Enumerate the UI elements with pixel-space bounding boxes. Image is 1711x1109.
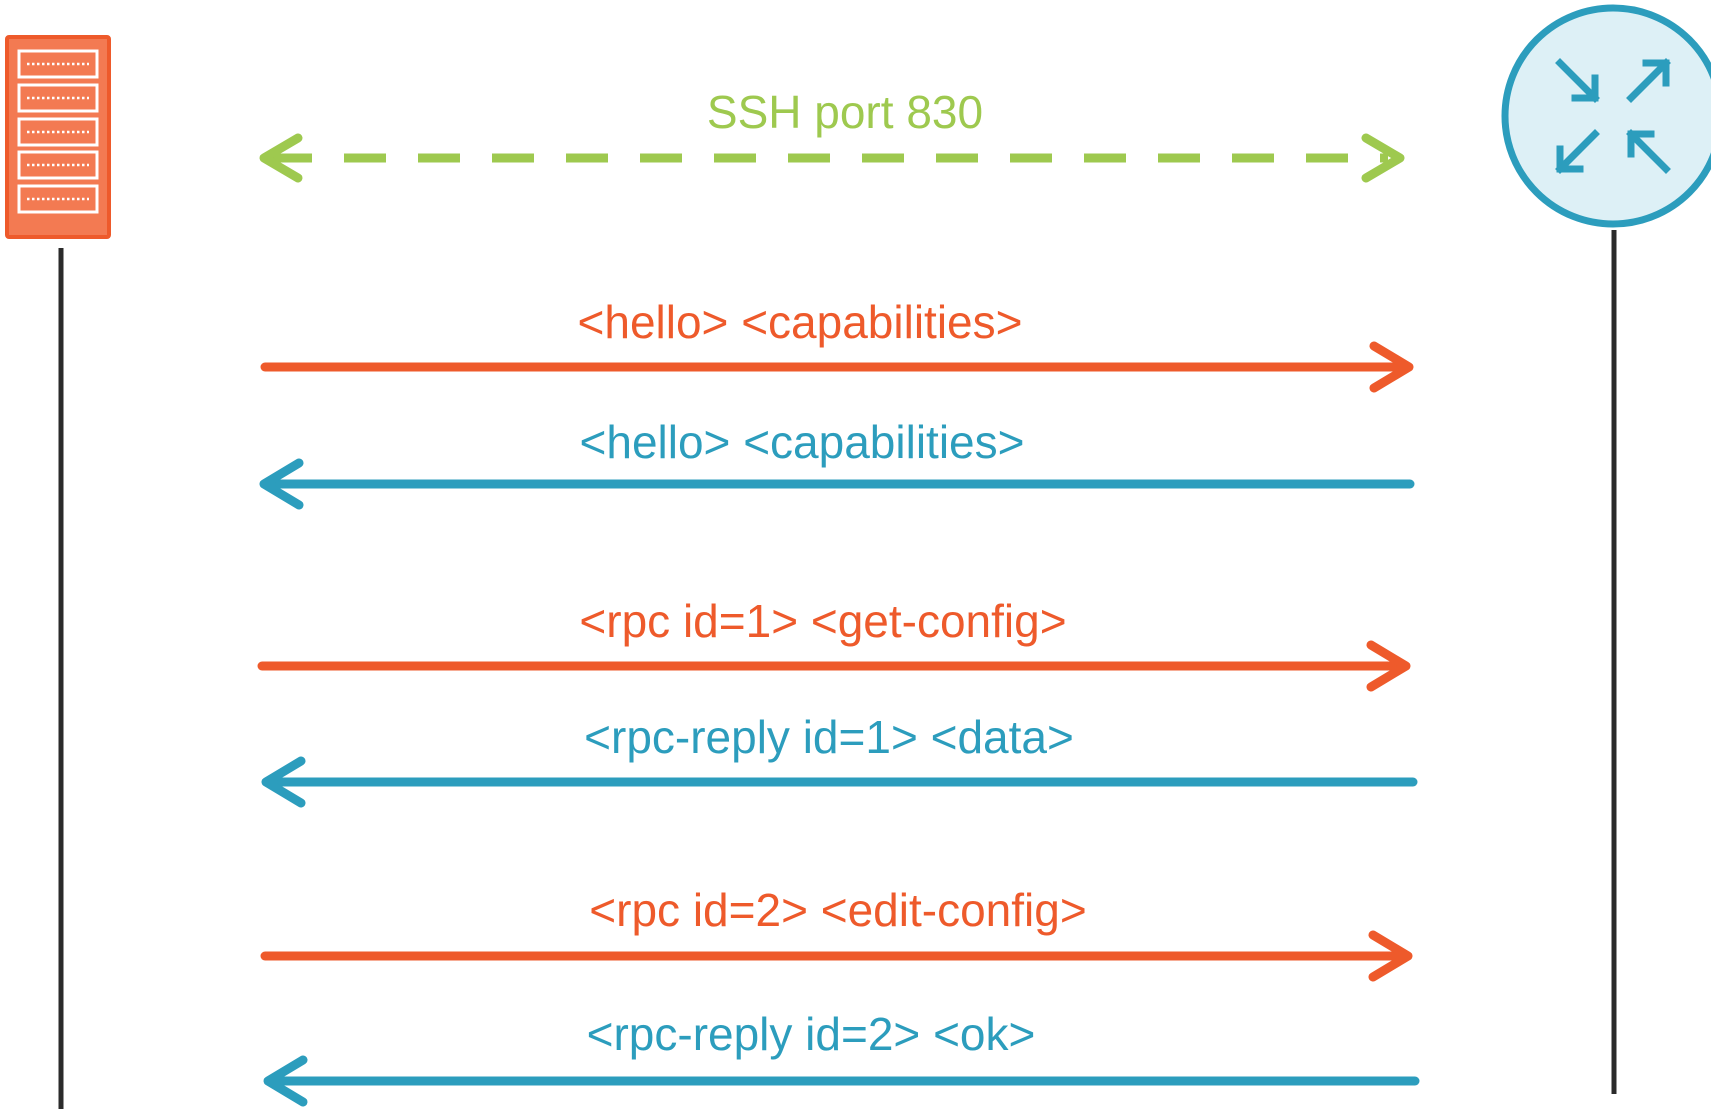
transport-label: SSH port 830 <box>707 86 983 138</box>
server-rack-icon <box>5 35 111 239</box>
message-label: <rpc-reply id=2> <ok> <box>587 1008 1036 1060</box>
message-label: <rpc-reply id=1> <data> <box>584 711 1074 763</box>
message-label: <hello> <capabilities> <box>580 416 1025 468</box>
request-arrow <box>257 640 1411 692</box>
reply-arrow <box>261 756 1418 808</box>
message-label: <rpc id=2> <edit-config> <box>589 884 1086 936</box>
request-arrow <box>260 930 1413 982</box>
reply-arrow <box>263 1055 1420 1107</box>
transport-arrow <box>259 133 1405 183</box>
request-arrow <box>260 341 1414 393</box>
message-label: <hello> <capabilities> <box>578 296 1023 348</box>
reply-arrow <box>259 458 1415 510</box>
router-icon <box>1501 4 1711 228</box>
message-label: <rpc id=1> <get-config> <box>579 595 1066 647</box>
